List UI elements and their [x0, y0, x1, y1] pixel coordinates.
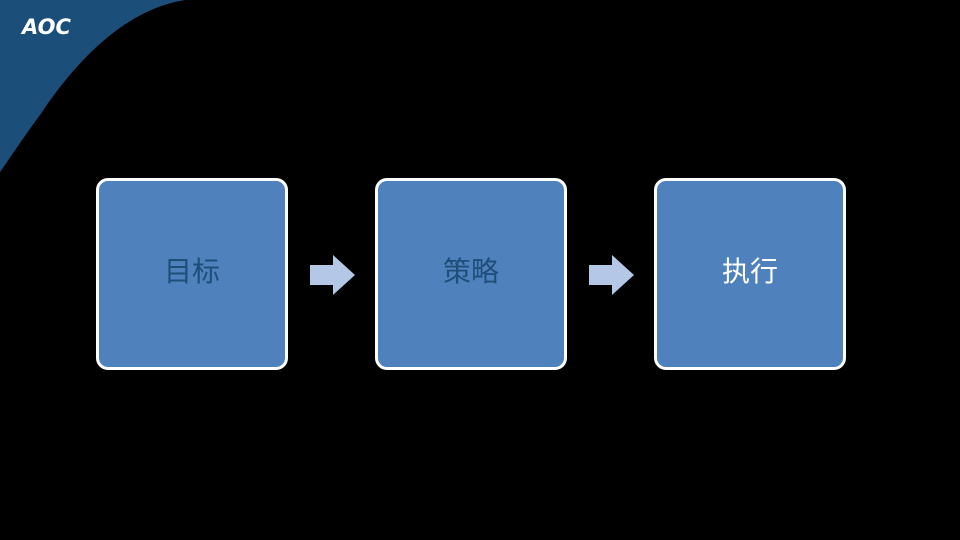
corner-band-shape: [0, 0, 185, 172]
step-label-strategy: 策略: [442, 255, 499, 288]
arrow-right-icon: [589, 255, 634, 295]
step-box-goal: 目标: [96, 178, 288, 370]
step-box-execution: 执行: [654, 178, 846, 370]
arrow-right-icon: [310, 255, 355, 295]
step-box-strategy: 策略: [375, 178, 567, 370]
corner-band: [0, 0, 185, 172]
aoc-logo: AOC: [22, 15, 71, 39]
step-label-execution: 执行: [721, 255, 778, 288]
step-label-goal: 目标: [163, 255, 220, 288]
